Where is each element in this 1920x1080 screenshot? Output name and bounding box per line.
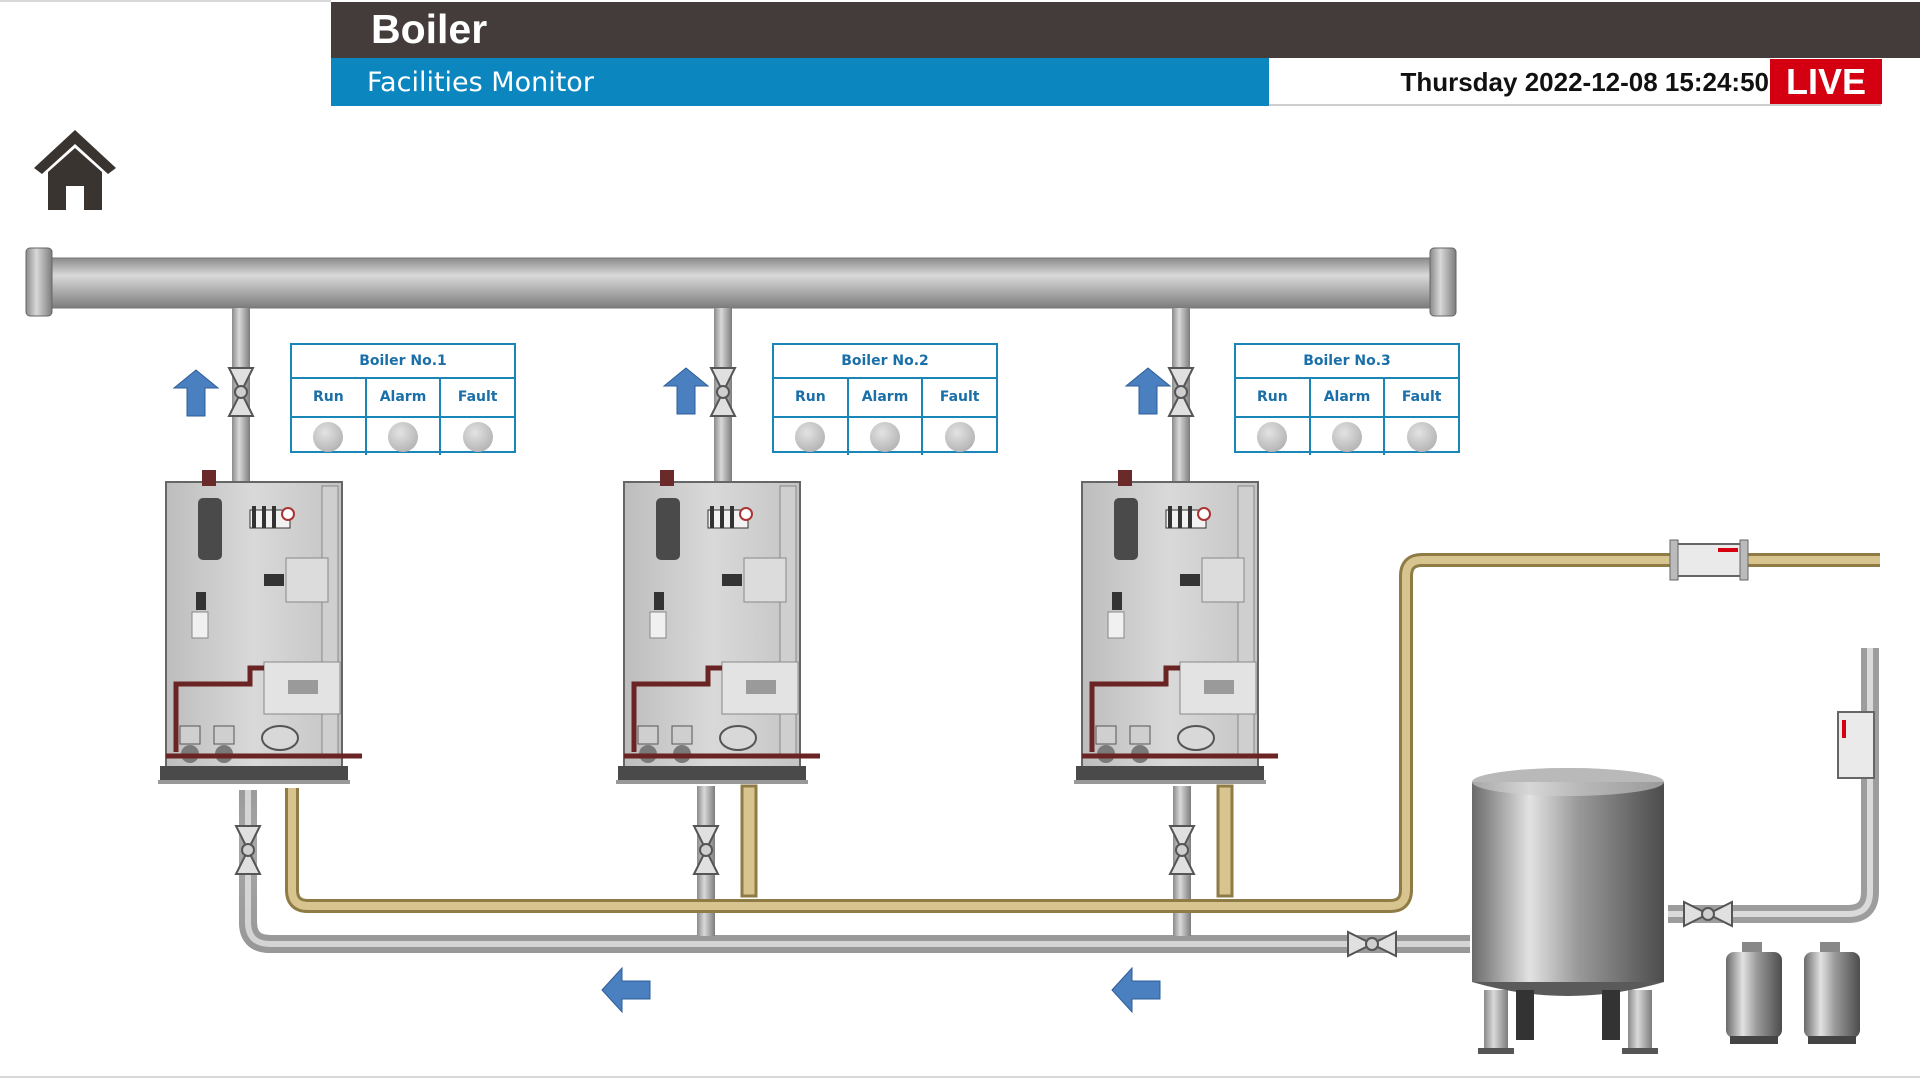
fault-indicator	[1406, 422, 1437, 452]
flow-left-arrow-icon	[601, 967, 651, 1013]
boiler-unit-3	[1074, 470, 1278, 784]
datetime-display: Thursday 2022-12-08 15:24:50	[1400, 67, 1769, 97]
alarm-label: Alarm	[1311, 379, 1386, 416]
fault-label: Fault	[457, 389, 498, 405]
boiler-unit-2	[616, 470, 820, 784]
home-icon	[34, 130, 116, 210]
fault-label: Fault	[1401, 389, 1442, 405]
alarm-label: Alarm	[367, 379, 442, 416]
flow-up-arrow-icon	[173, 369, 219, 417]
alarm-label: Alarm	[849, 379, 924, 416]
alarm-indicator	[388, 422, 418, 452]
flow-up-arrow-icon	[1125, 367, 1171, 415]
fault-label: Fault	[939, 389, 980, 405]
run-label: Run	[292, 379, 367, 416]
boiler-status-panel-3: Boiler No.3 Run Alarm Fault	[1234, 343, 1460, 455]
fault-indicator	[944, 422, 975, 452]
run-label: Run	[1236, 379, 1311, 416]
run-indicator	[795, 422, 826, 452]
home-button[interactable]	[30, 126, 120, 214]
fault-indicator	[462, 422, 493, 452]
title-bar: Boiler	[331, 2, 1920, 58]
run-label: Run	[774, 379, 849, 416]
top-divider	[0, 0, 331, 2]
run-indicator	[1257, 422, 1288, 452]
bottom-divider	[0, 1076, 1920, 1078]
flow-up-arrow-icon	[663, 367, 709, 415]
alarm-indicator	[870, 422, 900, 452]
boiler-unit-1	[158, 470, 362, 784]
live-badge: LIVE	[1770, 59, 1882, 104]
flow-left-arrow-icon	[1111, 967, 1161, 1013]
panel-title: Boiler No.2	[774, 345, 996, 379]
panel-title: Boiler No.1	[292, 345, 514, 379]
page-subtitle: Facilities Monitor	[367, 67, 594, 98]
subtitle-bar: Facilities Monitor	[331, 58, 1269, 106]
panel-title: Boiler No.3	[1236, 345, 1458, 379]
run-indicator	[313, 422, 344, 452]
alarm-indicator	[1332, 422, 1362, 452]
page-title: Boiler	[371, 6, 488, 52]
boiler-status-panel-1: Boiler No.1 Run Alarm Fault	[290, 343, 516, 455]
boiler-status-panel-2: Boiler No.2 Run Alarm Fault	[772, 343, 998, 455]
